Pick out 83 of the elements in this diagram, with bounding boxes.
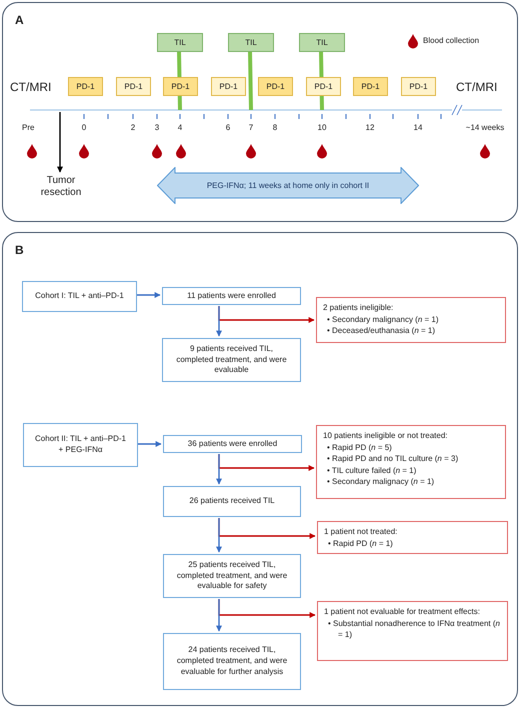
bullet-item: • Secondary malignancy (n = 1) <box>326 314 440 326</box>
arrow <box>216 454 222 485</box>
arrow <box>216 306 222 337</box>
arrow <box>136 292 161 298</box>
exclusion-box <box>317 601 508 661</box>
side-label: CT/MRI <box>10 80 52 94</box>
box-text: TIL <box>316 38 328 47</box>
til-box <box>157 33 203 52</box>
panel-background <box>2 2 518 222</box>
arrow <box>57 112 63 173</box>
arrow-label: PEG-IFNα; 11 weeks at home only in cohort II <box>206 181 370 190</box>
panel-letter: B <box>15 243 24 257</box>
tick-label: 6 <box>226 123 230 132</box>
tick-label: 14 <box>414 123 422 132</box>
tick-label: 7 <box>248 123 254 132</box>
exclusion-box <box>316 297 506 343</box>
pd1-box <box>163 77 198 96</box>
connector-line <box>248 50 253 110</box>
panel-letter: A <box>15 13 24 27</box>
tick-label: 8 <box>272 123 278 132</box>
bullet-item: • Deceased/euthanasia (n = 1) <box>326 325 436 337</box>
bullet-item: • Secondary malignacy (n = 1) <box>326 476 436 488</box>
bullet-item: • Rapid PD and no TIL culture (n = 3) <box>326 453 460 465</box>
box-text: PD-1 <box>219 82 238 91</box>
exclusion-heading: 10 patients ineligible or not treated: <box>323 430 449 442</box>
tick-label: 2 <box>130 123 136 132</box>
step-label: Tumor resection <box>26 175 96 205</box>
box-text: Cohort II: TIL + anti–PD-1 + PEG-IFNα <box>34 434 127 456</box>
tick-label: Pre <box>22 123 34 132</box>
box-text: TIL <box>174 38 186 47</box>
exclusion-heading: 1 patient not treated: <box>324 526 398 538</box>
pd1-box <box>116 77 151 96</box>
arrow <box>137 441 162 447</box>
tick-label: ~14 weeks <box>466 123 504 132</box>
process-box <box>163 486 301 517</box>
arrow <box>216 518 222 553</box>
box-text: 26 patients received TIL <box>189 496 275 507</box>
box-text: 25 patients received TIL, completed treatment, and were evaluable for safety <box>176 560 288 592</box>
box-text: PD-1 <box>266 82 285 91</box>
tick-label: 0 <box>82 123 86 132</box>
process-box <box>163 435 302 453</box>
tick-label: 3 <box>154 123 160 132</box>
box-text: Cohort I: TIL + anti–PD-1 <box>35 291 124 302</box>
panel-background <box>2 232 518 706</box>
pd1-box <box>353 77 388 96</box>
box-text: 36 patients were enrolled <box>188 438 278 450</box>
process-box <box>23 423 138 467</box>
exclusion-heading: 2 patients ineligible: <box>323 302 394 314</box>
exclusion-heading: 1 patient not evaluable for treatment effects: <box>324 606 481 618</box>
bullet-item: • Rapid PD (n = 1) <box>327 538 394 550</box>
bullet-item: • Substantial nonadherence to IFNα treatment (n = 1) <box>327 618 501 641</box>
exclusion-box <box>317 521 508 554</box>
tick-label: 4 <box>178 123 182 132</box>
pd1-box <box>401 77 436 96</box>
exclusion-box <box>316 425 506 499</box>
tick-label: 12 <box>366 123 374 132</box>
process-box <box>162 287 301 305</box>
arrow <box>216 599 222 632</box>
box-text: 11 patients were enrolled <box>187 290 276 302</box>
process-box <box>163 554 301 598</box>
box-text: PD-1 <box>171 82 190 91</box>
box-text: PD-1 <box>76 82 95 91</box>
box-text: 9 patients received TIL, completed treatment, and were evaluable <box>175 344 288 376</box>
box-text: PD-1 <box>124 82 143 91</box>
pd1-box <box>68 77 103 96</box>
box-text: PD-1 <box>409 82 428 91</box>
process-box <box>162 338 301 382</box>
tick-label: 10 <box>318 123 326 132</box>
process-box <box>163 633 301 690</box>
pd1-box <box>211 77 246 96</box>
bullet-item: • Rapid PD (n = 5) <box>326 442 393 454</box>
side-label: CT/MRI <box>456 80 498 94</box>
til-box <box>228 33 274 52</box>
legend-label: Blood collection <box>423 36 480 45</box>
box-text: PD-1 <box>314 82 333 91</box>
box-text: PD-1 <box>361 82 380 91</box>
pd1-box <box>258 77 293 96</box>
box-text: 24 patients received TIL, completed treatment, and were evaluable for further analysis <box>176 645 288 678</box>
box-text: TIL <box>245 38 257 47</box>
pd1-box <box>306 77 341 96</box>
process-box <box>22 281 137 312</box>
til-box <box>299 33 345 52</box>
bullet-item: • TIL culture failed (n = 1) <box>326 464 418 476</box>
